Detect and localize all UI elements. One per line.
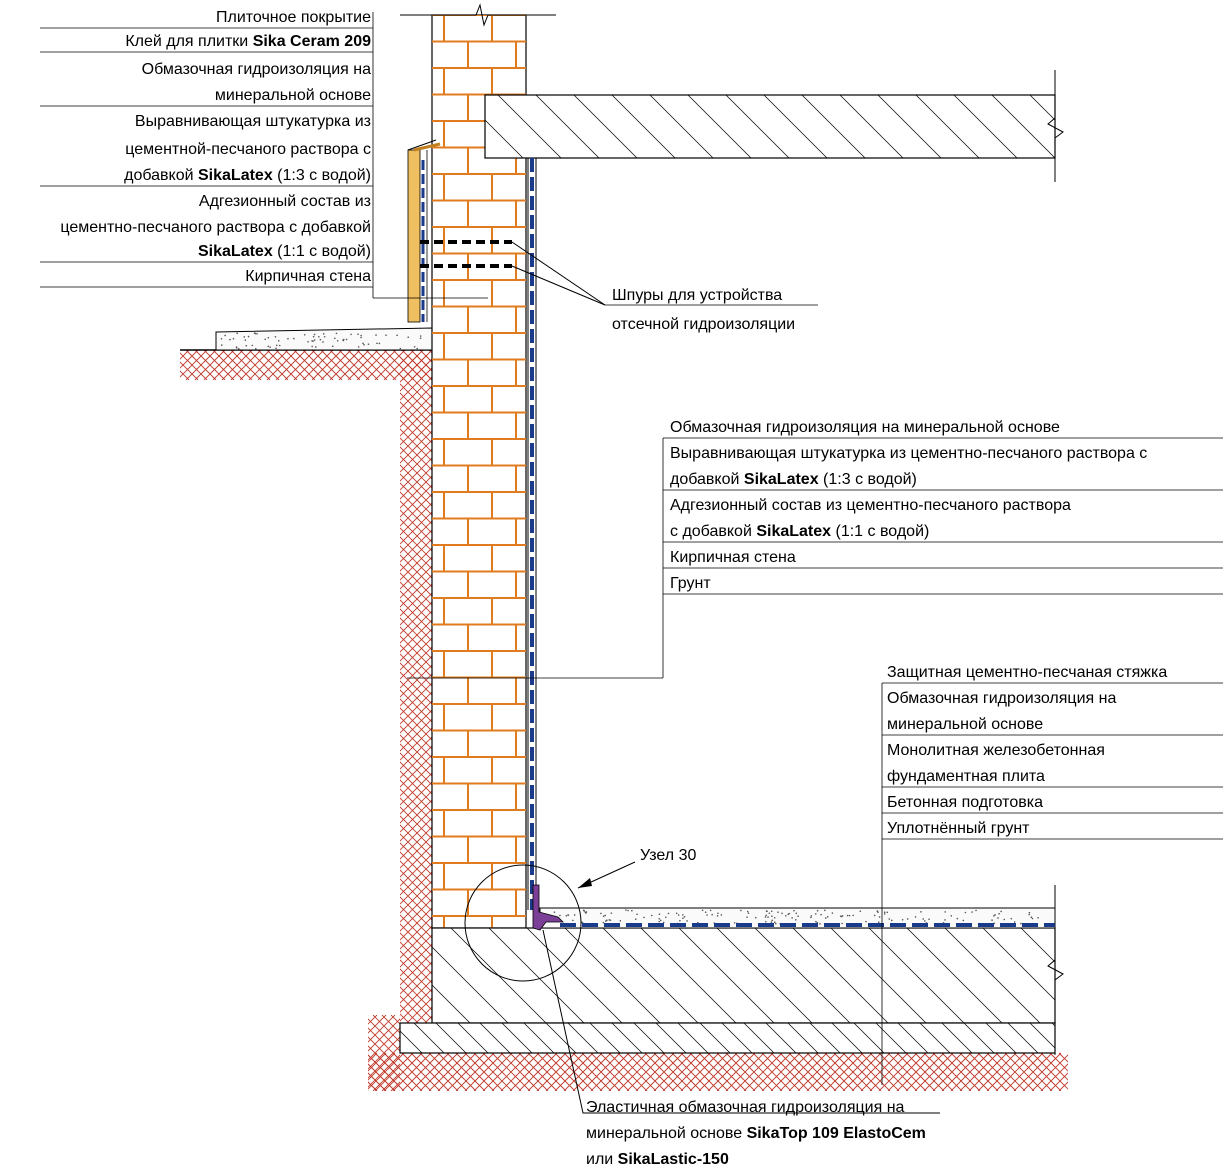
brick-wall [431, 14, 527, 929]
label-adhesive-product: Sika Ceram 209 [252, 33, 371, 50]
floor-slab [484, 94, 1056, 159]
product-sikalatex: SikaLatex [743, 471, 819, 488]
blind-area-dots [220, 332, 422, 350]
node-circle [464, 864, 582, 982]
label-adhesion-3: SikaLatex (1:1 с водой) [198, 241, 371, 262]
label-rl-6: Бетонная подготовка [887, 794, 1043, 811]
leaders-top-left [40, 12, 488, 299]
label-plaster-3: добавкой SikaLatex (1:3 с водой) [124, 165, 371, 186]
label-plaster-1: Выравнивающая штукатурка из [134, 113, 371, 130]
foundation-break-line [1047, 885, 1064, 1055]
label-rm-4: Адгезионный состав из цементно-песчаного… [670, 497, 1071, 514]
soil-hatch [180, 350, 1068, 1091]
label-rm-2: Выравнивающая штукатурка из цементно-пес… [670, 445, 1148, 462]
blind-area [215, 327, 433, 351]
label-adhesive: Клей для плитки Sika Ceram 209 [125, 31, 371, 52]
label-plaster-2: цементной-песчаного раствора с [125, 141, 371, 158]
t: (1:3 с водой) [818, 471, 917, 488]
label-rm-5: с добавкой SikaLatex (1:1 с водой) [670, 521, 929, 542]
label-holes-2: отсечной гидроизоляции [612, 316, 796, 333]
t: или [586, 1151, 618, 1168]
t: (1:3 с водой) [272, 167, 371, 184]
label-rl-4: Монолитная железобетонная [887, 742, 1105, 759]
label-elastic-2: минеральной основе SikaTop 109 ElastoCem [586, 1123, 926, 1144]
label-coat-2: минеральной основе [214, 87, 371, 104]
t: (1:1 с водой) [831, 523, 930, 540]
product-sikatop: SikaTop 109 ElastoCem [746, 1125, 926, 1142]
elastic-waterproofing [532, 884, 564, 931]
label-rl-5: фундаментная плита [887, 768, 1045, 785]
label-rm-6: Кирпичная стена [670, 549, 796, 566]
t: с добавкой [670, 523, 757, 540]
product-sikalastic: SikaLastic-150 [617, 1151, 729, 1168]
t: добавкой [124, 167, 198, 184]
label-adhesion-1: Адгезионный состав из [198, 193, 371, 210]
concrete-prep [399, 1022, 1056, 1054]
foundation-slab [431, 927, 1056, 1024]
product-sikalatex: SikaLatex [198, 243, 273, 260]
brick-pattern [432, 15, 526, 928]
label-coat-1: Обмазочная гидроизоляция на [141, 61, 371, 78]
leaders-right-mid [407, 437, 1223, 679]
label-holes-1: Шпуры для устройства [612, 287, 783, 304]
leaders-right-low [881, 682, 1223, 1085]
label-rl-1: Защитная цементно-песчаная стяжка [887, 664, 1168, 681]
label-rl-2: Обмазочная гидроизоляция на [887, 690, 1117, 707]
label-tile: Плиточное покрытие [215, 9, 371, 26]
label-elastic-3: или SikaLastic-150 [586, 1149, 729, 1170]
node-label: Узел 30 [640, 847, 697, 864]
label-rm-1: Обмазочная гидроизоляция на минеральной … [670, 419, 1060, 436]
product-sikalatex: SikaLatex [756, 523, 832, 540]
injection-holes [420, 240, 512, 268]
wall-break-line [400, 3, 556, 27]
t: (1:1 с водой) [272, 243, 371, 260]
product-sikalatex: SikaLatex [198, 167, 273, 184]
label-rl-7: Уплотнённый грунт [887, 820, 1030, 837]
t: добавкой [670, 471, 744, 488]
label-rm-7: Грунт [670, 575, 711, 592]
label-adhesion-2: цементно-песчаного раствора с добавкой [60, 219, 371, 236]
t: минеральной основе [586, 1125, 747, 1142]
label-rm-3: добавкой SikaLatex (1:3 с водой) [670, 469, 917, 490]
slab-break-line [1047, 70, 1064, 182]
label-adhesive-text: Клей для плитки [125, 33, 253, 50]
label-brick-wall: Кирпичная стена [245, 268, 371, 285]
label-rl-3: минеральной основе [887, 716, 1044, 733]
outer-tile-adhesive [407, 149, 421, 323]
label-elastic-1: Эластичная обмазочная гидроизоляция на [586, 1099, 905, 1116]
